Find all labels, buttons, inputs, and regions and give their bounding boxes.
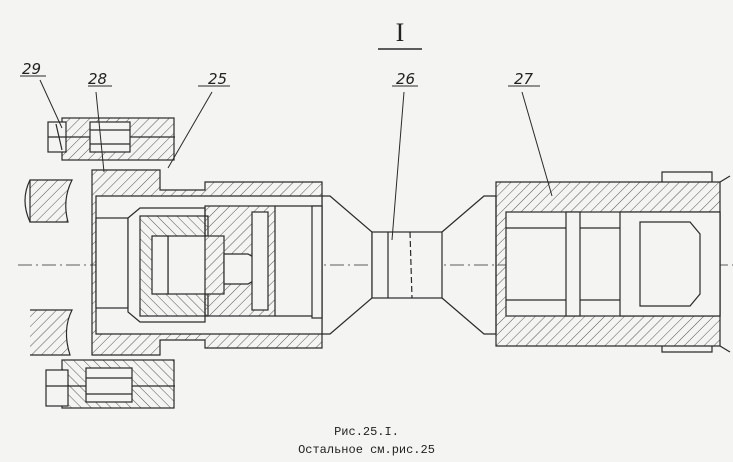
callout-26: 26: [396, 70, 416, 88]
caption-note: Остальное см.рис.25: [298, 443, 435, 457]
callout-28: 28: [88, 70, 108, 88]
callout-25: 25: [208, 70, 228, 88]
callout-29: 29: [22, 60, 42, 78]
view-mark: I: [395, 18, 405, 47]
caption-figure: Рис.25.I.: [334, 425, 399, 439]
callout-27: 27: [514, 70, 534, 88]
